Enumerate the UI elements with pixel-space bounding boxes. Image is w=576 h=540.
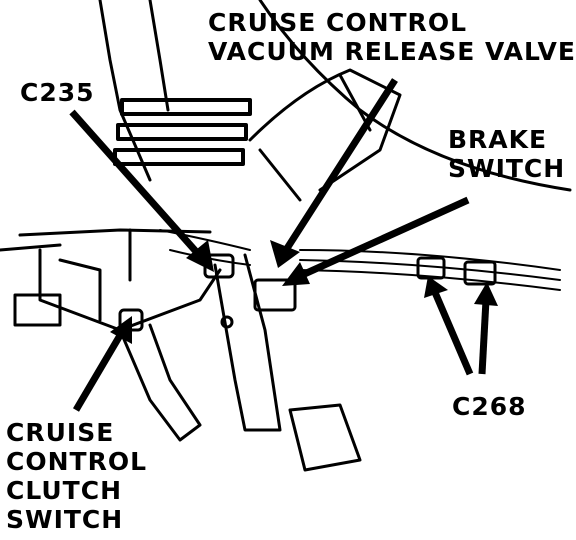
label-clutch-switch: CRUISE CONTROL CLUTCH SWITCH (6, 418, 147, 534)
arrow-clutch-switch (72, 316, 132, 412)
instrument-vents (113, 98, 252, 166)
accelerator-pedal (288, 403, 362, 472)
label-c268: C268 (452, 392, 527, 421)
label-vacuum-release-valve: CRUISE CONTROL VACUUM RELEASE VALVE (208, 8, 576, 66)
leader-arrows (69, 78, 498, 412)
label-line: C235 (20, 78, 95, 107)
label-line: SWITCH (6, 505, 124, 534)
wiring-harness (159, 229, 561, 291)
clutch-pedal (118, 323, 202, 442)
label-line: BRAKE (448, 125, 548, 154)
arrow-c268-right (474, 282, 498, 375)
label-line: CLUTCH (6, 476, 123, 505)
label-c235: C235 (20, 78, 95, 107)
arrow-vacuum-release-valve (270, 78, 398, 268)
label-line: CRUISE (6, 418, 115, 447)
label-line: C268 (452, 392, 527, 421)
arrow-c268-left (424, 276, 474, 376)
label-line: SWITCH (448, 154, 566, 183)
label-line: CONTROL (6, 447, 148, 476)
arrow-c235 (69, 109, 214, 272)
steering-column (248, 68, 402, 202)
label-brake-switch: BRAKE SWITCH (448, 125, 565, 183)
label-line: CRUISE CONTROL (208, 8, 467, 37)
label-line: VACUUM RELEASE VALVE (208, 37, 576, 66)
brake-pedal (213, 253, 282, 432)
arrow-brake-switch (282, 196, 470, 286)
